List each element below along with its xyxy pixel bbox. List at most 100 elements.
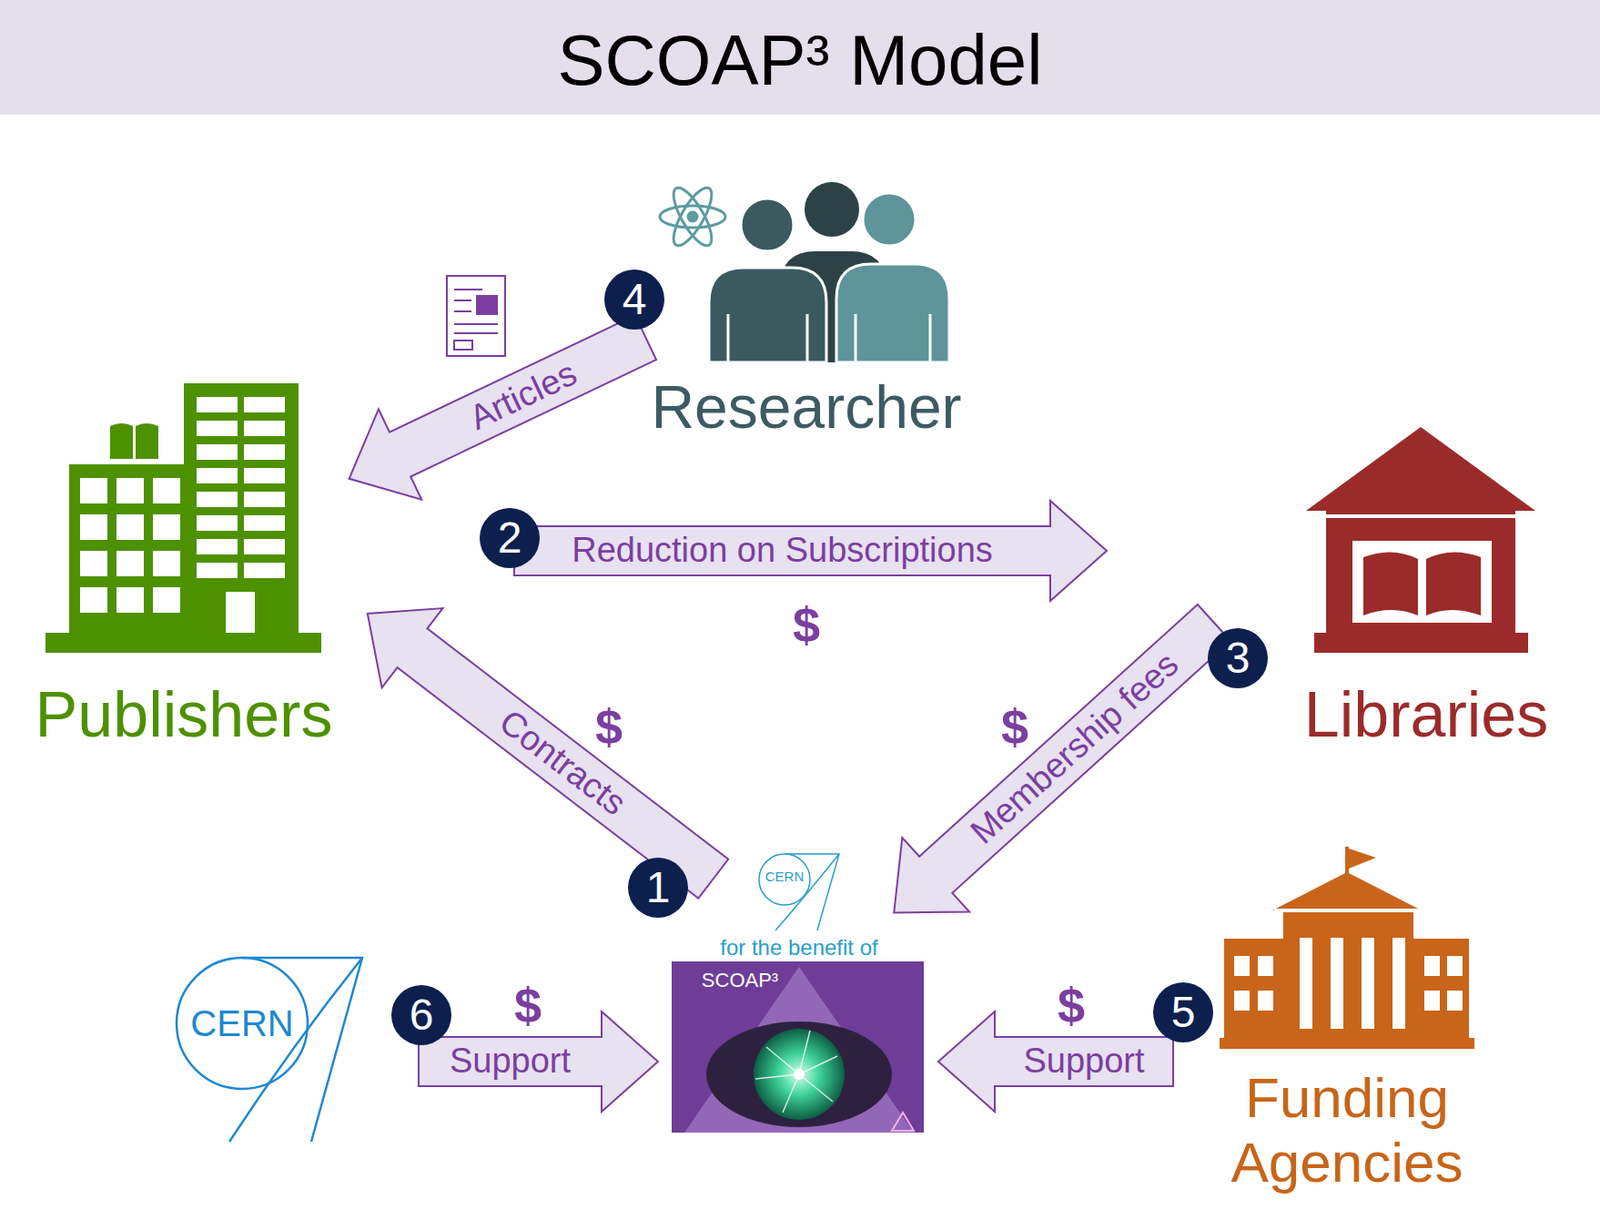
library-building bbox=[1314, 632, 1529, 653]
actor-node: Funding Agencies bbox=[1214, 841, 1480, 1200]
article-icon bbox=[446, 275, 506, 356]
logo-title: SCOAP³ bbox=[701, 968, 779, 992]
publisher-building bbox=[45, 632, 322, 653]
money-sign: $ bbox=[1057, 976, 1085, 1033]
people-icon bbox=[740, 198, 794, 252]
building-window bbox=[116, 514, 144, 540]
money-sign: $ bbox=[792, 596, 821, 653]
node-label: Publishers bbox=[35, 678, 334, 752]
flow-arrow bbox=[367, 607, 729, 899]
flow-arrow bbox=[514, 500, 1107, 601]
building-window bbox=[196, 396, 238, 413]
cern-logo bbox=[242, 957, 363, 1142]
callout-number: 2 bbox=[479, 507, 540, 568]
library-building bbox=[1306, 426, 1536, 511]
building-window bbox=[225, 591, 255, 633]
library-building bbox=[1363, 551, 1418, 616]
agency-building bbox=[1348, 848, 1377, 869]
actor-node: Libraries bbox=[1292, 409, 1566, 757]
publisher-building bbox=[183, 383, 299, 633]
callout-number: 3 bbox=[1207, 627, 1268, 689]
publisher-building bbox=[69, 464, 197, 633]
building-window bbox=[1424, 955, 1440, 976]
building-window bbox=[80, 587, 108, 613]
cern-logo bbox=[176, 957, 308, 1089]
building-window bbox=[243, 444, 285, 460]
actor-node: Publishers bbox=[22, 377, 346, 757]
agency-building bbox=[1272, 871, 1422, 911]
cern-small-logo bbox=[775, 853, 840, 931]
callout-number: 6 bbox=[391, 984, 452, 1045]
building-window bbox=[80, 514, 108, 540]
building-window bbox=[1330, 937, 1344, 1029]
cern-logo bbox=[176, 957, 363, 1142]
article-icon bbox=[454, 289, 498, 334]
people-icon bbox=[708, 267, 827, 363]
building-window bbox=[116, 587, 144, 613]
atom-icon bbox=[667, 182, 719, 251]
logo-caption: for the benefit of bbox=[719, 934, 878, 961]
scoap3-logo bbox=[891, 1112, 914, 1131]
flow-arrow bbox=[938, 1011, 1174, 1112]
callout-number: 4 bbox=[604, 269, 665, 330]
agency-building bbox=[1219, 846, 1475, 1049]
building-window bbox=[1299, 937, 1313, 1029]
library-building bbox=[1426, 551, 1481, 616]
building-window bbox=[152, 550, 181, 577]
building-window bbox=[243, 396, 285, 413]
diagram-title: SCOAP³ Model bbox=[0, 20, 1600, 102]
people-icon bbox=[804, 182, 860, 237]
building-window bbox=[243, 538, 285, 555]
building-window bbox=[1447, 990, 1463, 1011]
actor-node: Researcher bbox=[645, 177, 994, 448]
building-window bbox=[152, 514, 181, 540]
publisher-building bbox=[135, 423, 159, 459]
article-icon bbox=[454, 340, 473, 350]
cern-logo bbox=[229, 957, 363, 1142]
building-window bbox=[243, 562, 285, 578]
money-sign: $ bbox=[1001, 698, 1029, 755]
building-window bbox=[243, 467, 285, 484]
logo-text: CERN bbox=[765, 868, 805, 884]
callout-number: 1 bbox=[627, 857, 689, 918]
agency-building bbox=[1413, 938, 1469, 1047]
scoap3-logo bbox=[671, 961, 924, 1133]
title-band bbox=[0, 0, 1600, 115]
atom-icon bbox=[667, 182, 719, 251]
library-building bbox=[1352, 540, 1492, 623]
arrow-label: Articles bbox=[463, 353, 583, 438]
building-window bbox=[1392, 937, 1406, 1029]
money-sign: $ bbox=[514, 976, 542, 1033]
building-window bbox=[196, 491, 238, 507]
people-icon bbox=[728, 313, 931, 363]
logo-text: CERN bbox=[190, 1002, 294, 1044]
building-window bbox=[1447, 955, 1463, 976]
publisher-building bbox=[110, 423, 133, 459]
library-building bbox=[1306, 426, 1536, 653]
building-window bbox=[196, 538, 238, 555]
callout-number: 5 bbox=[1153, 982, 1214, 1043]
building-window bbox=[1361, 937, 1375, 1029]
building-window bbox=[196, 515, 238, 531]
scoap3-logo bbox=[755, 1030, 838, 1113]
building-window bbox=[1274, 908, 1422, 912]
people-icon bbox=[862, 192, 916, 246]
building-window bbox=[243, 420, 285, 436]
flow-arrow bbox=[893, 604, 1231, 912]
people-icon bbox=[708, 182, 950, 363]
building-window bbox=[80, 550, 108, 577]
building-window bbox=[116, 550, 144, 577]
people-icon bbox=[836, 263, 950, 363]
arrow-label: Support bbox=[1022, 1041, 1145, 1082]
atom-icon bbox=[659, 182, 726, 251]
agency-building bbox=[1219, 1037, 1475, 1049]
flow-arrow bbox=[349, 314, 657, 499]
article-icon bbox=[446, 275, 506, 356]
building-window bbox=[243, 515, 285, 531]
building-window bbox=[196, 562, 238, 578]
arrow-label: Reduction on Subscriptions bbox=[571, 530, 993, 571]
building-window bbox=[1234, 990, 1250, 1011]
library-building bbox=[1326, 514, 1516, 518]
atom-icon bbox=[659, 205, 726, 228]
building-window bbox=[243, 491, 285, 507]
